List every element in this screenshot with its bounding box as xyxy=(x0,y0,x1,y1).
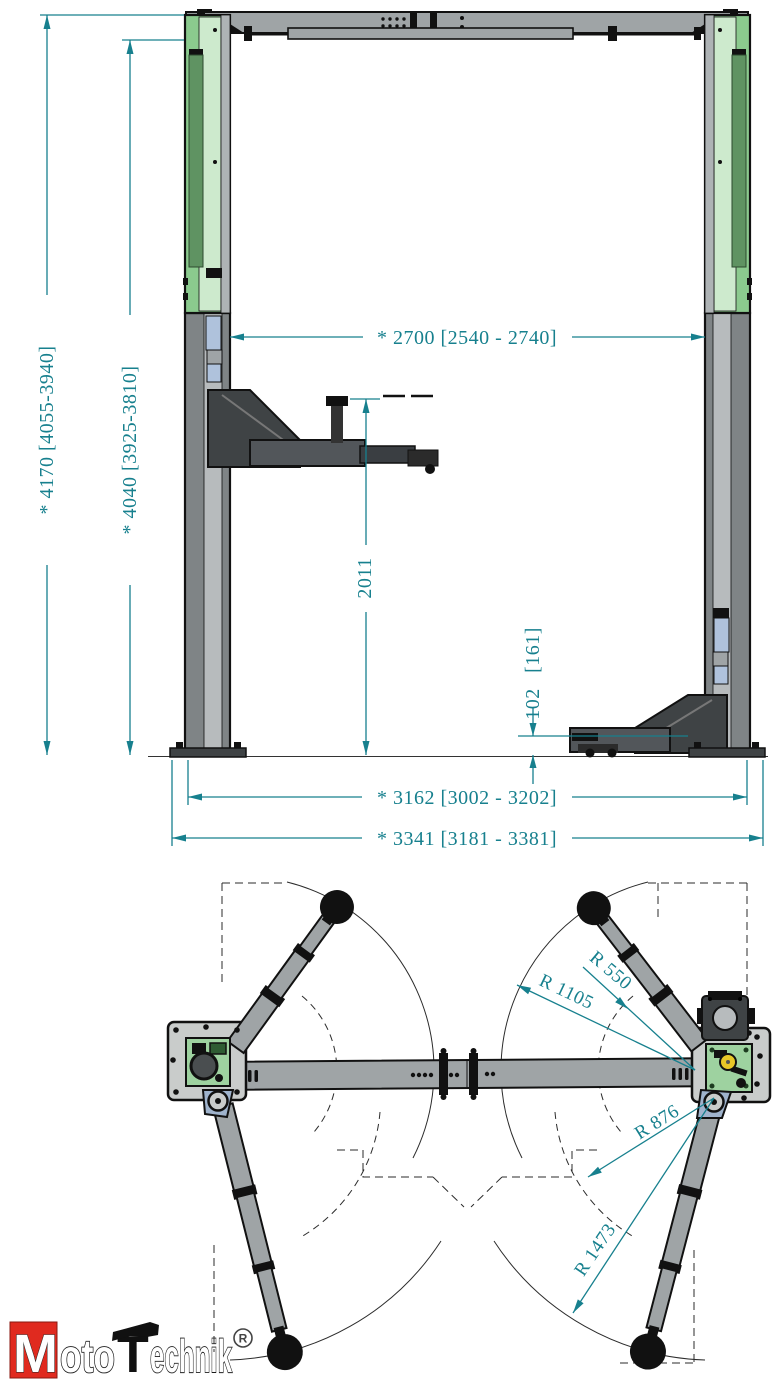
dim-between-columns-label: * 2700 [2540 - 2740] xyxy=(377,327,557,349)
arc-left-r1473 xyxy=(229,1240,442,1361)
dim-r1473-label: R 1473 xyxy=(570,1220,620,1280)
dimension-column-height: * 4040 [3925-3810] xyxy=(119,39,184,755)
registered-mark-icon xyxy=(233,1328,253,1348)
right-carriage-arm xyxy=(569,694,728,758)
dimension-inner-width: * 3162 [3002 - 3202] xyxy=(187,760,748,809)
logo-oto-letters: oto xyxy=(60,1330,115,1382)
long-arm-right xyxy=(629,1102,723,1370)
dim-r876-label: R 876 xyxy=(631,1101,683,1144)
arc-left-r876 xyxy=(300,1111,381,1238)
arm-pad xyxy=(266,1334,303,1371)
beam-corner-left xyxy=(230,24,244,33)
dim-r1105-label: R 1105 xyxy=(536,970,597,1014)
dim-overall-height-label: * 4170 [4055-3940] xyxy=(36,346,58,515)
left-column xyxy=(183,13,439,757)
right-hydraulic-cylinder xyxy=(731,54,747,268)
arc-right-r1105 xyxy=(500,881,649,1159)
right-carriage xyxy=(712,617,730,685)
logo-red-tile xyxy=(9,1321,58,1379)
dim-clearance-label: 2011 xyxy=(354,557,376,598)
registered-mark-letter: R xyxy=(239,1332,248,1346)
right-arm-pad xyxy=(572,733,598,741)
right-column xyxy=(569,13,752,758)
left-carriage xyxy=(205,315,223,383)
arc-right-r876 xyxy=(554,1111,635,1238)
dim-column-height-label: * 4040 [3925-3810] xyxy=(119,366,141,535)
front-view-dimensions: * 4170 [4055-3940] * 4040 [3925-3810] * … xyxy=(36,14,764,850)
dim-min-pad-height-alt-label: [161] xyxy=(522,627,544,673)
left-plate-mechanism xyxy=(170,1024,240,1119)
arm-pad xyxy=(629,1333,666,1370)
dim-inner-width-label: * 3162 [3002 - 3202] xyxy=(377,787,557,809)
swing-envelope-boundaries xyxy=(213,882,748,1364)
arc-left-r1105 xyxy=(286,881,435,1159)
long-arm-left xyxy=(212,1102,303,1371)
short-arm-left xyxy=(226,890,354,1055)
front-view xyxy=(148,9,768,758)
right-base-plate xyxy=(688,742,766,758)
dimension-overall-width: * 3341 [3181 - 3381] xyxy=(171,760,764,850)
left-base-plate xyxy=(169,742,247,758)
arc-right-r1473 xyxy=(493,1240,706,1361)
short-arm-right xyxy=(576,891,709,1053)
dimension-min-pad-height: 102 [161] xyxy=(518,627,688,784)
logo-m-letter: M xyxy=(13,1324,58,1384)
hammer-icon xyxy=(112,1322,159,1341)
top-view-dimensions: R 1105 R 550 R 876 R 1473 xyxy=(516,947,715,1314)
left-arm-pad xyxy=(326,396,348,406)
dimension-clearance-height: 2011 xyxy=(350,398,380,755)
dimension-overall-height: * 4170 [4055-3940] xyxy=(36,14,184,755)
dimension-between-columns: * 2700 [2540 - 2740] xyxy=(230,327,705,349)
left-hydraulic-cylinder xyxy=(188,54,204,268)
dim-overall-width-label: * 3341 [3181 - 3381] xyxy=(377,828,557,850)
dim-min-pad-height-label: 102 xyxy=(522,688,544,720)
arm-pad xyxy=(576,891,611,926)
sync-bar xyxy=(244,26,701,41)
left-carriage-arm xyxy=(207,389,439,474)
power-unit xyxy=(697,991,755,1041)
logo-echnik-letters: echnik xyxy=(150,1330,232,1382)
arm-pad xyxy=(319,890,354,925)
cross-member xyxy=(204,1048,736,1100)
top-view xyxy=(166,881,772,1371)
logo: M oto T echnik R xyxy=(9,1321,253,1384)
